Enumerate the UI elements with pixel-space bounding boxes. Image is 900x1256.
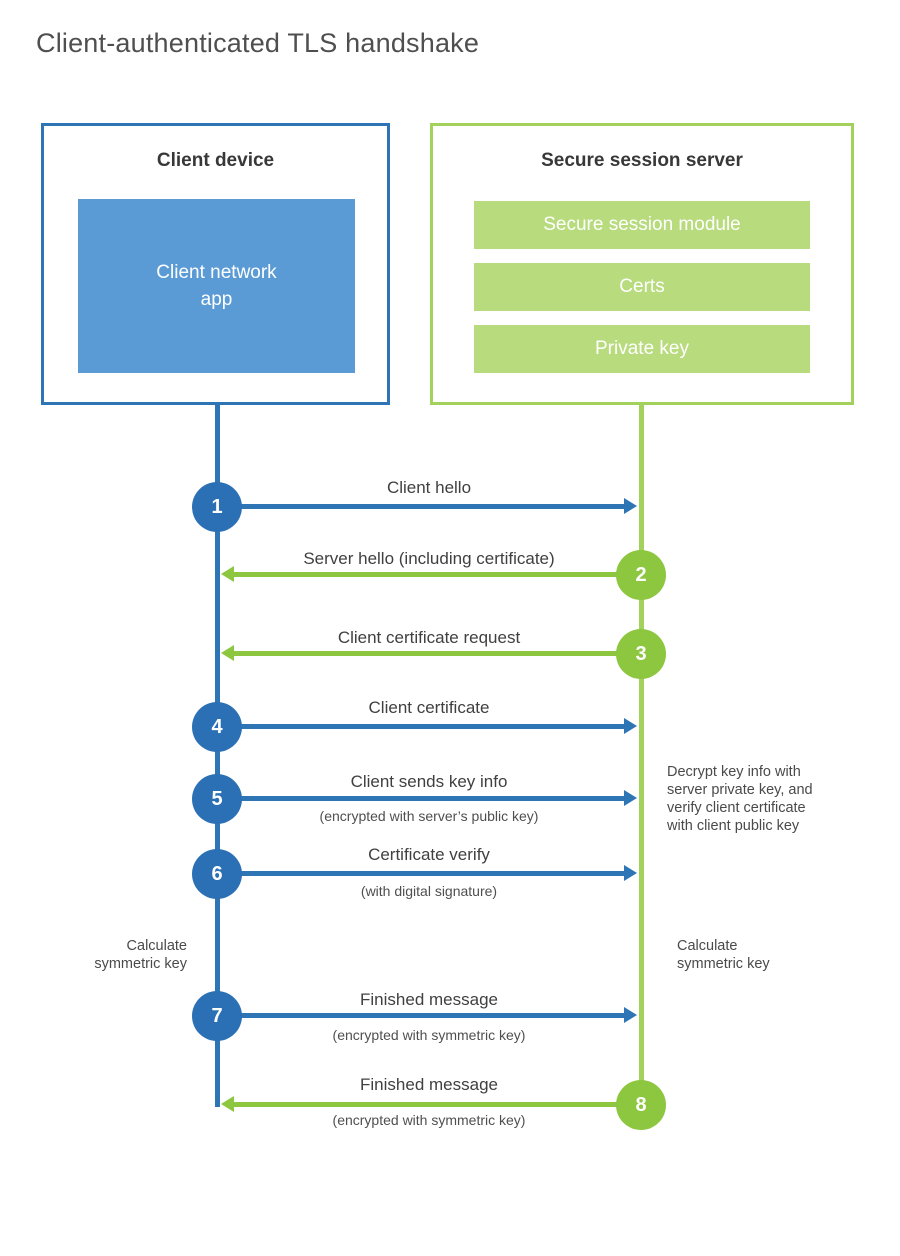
step-5-label: Client sends key info bbox=[350, 772, 508, 791]
server-module-certs: Certs bbox=[474, 263, 810, 311]
secure-session-server-title: Secure session server bbox=[541, 150, 743, 171]
step-7-label: Finished message bbox=[360, 990, 498, 1009]
client-device-title: Client device bbox=[156, 150, 275, 171]
step-4-badge: 4 bbox=[192, 702, 242, 752]
server-module-secure-session: Secure session module bbox=[474, 201, 810, 249]
step-5-arrow-right bbox=[217, 790, 637, 806]
step-5-sublabel: (encrypted with server’s public key) bbox=[319, 808, 539, 824]
step-7-badge: 7 bbox=[192, 991, 242, 1041]
step-4-label: Client certificate bbox=[368, 698, 490, 717]
step-7-sublabel: (encrypted with symmetric key) bbox=[332, 1027, 526, 1043]
step-8-label: Finished message bbox=[360, 1075, 498, 1094]
step-5-badge: 5 bbox=[192, 774, 242, 824]
page-title: Client-authenticated TLS handshake bbox=[36, 28, 480, 58]
step-2-arrow-left bbox=[221, 566, 641, 582]
step-7-arrow-right bbox=[217, 1007, 637, 1023]
client-device-box: Client device Client network app bbox=[41, 123, 390, 405]
step-8-sublabel: (encrypted with symmetric key) bbox=[332, 1112, 526, 1128]
step-6-sublabel: (with digital signature) bbox=[360, 883, 498, 899]
decrypt-key-note: Decrypt key info with server private key… bbox=[667, 764, 813, 834]
calculate-symmetric-key-note-client: Calculate symmetric key bbox=[94, 938, 187, 972]
client-network-app-box: Client network app bbox=[78, 199, 355, 373]
step-3-label: Client certificate request bbox=[337, 628, 521, 647]
step-3-badge: 3 bbox=[616, 629, 666, 679]
step-3-arrow-left bbox=[221, 645, 641, 661]
step-6-badge: 6 bbox=[192, 849, 242, 899]
server-lifeline bbox=[639, 405, 644, 1107]
step-8-arrow-left bbox=[221, 1096, 641, 1112]
step-8-badge: 8 bbox=[616, 1080, 666, 1130]
step-2-label: Server hello (including certificate) bbox=[303, 549, 555, 568]
step-1-badge: 1 bbox=[192, 482, 242, 532]
secure-session-server-box: Secure session server Secure session mod… bbox=[430, 123, 854, 405]
step-1-label: Client hello bbox=[386, 478, 472, 497]
step-1-arrow-right bbox=[217, 498, 637, 514]
step-4-arrow-right bbox=[217, 718, 637, 734]
step-6-arrow-right bbox=[217, 865, 637, 881]
step-6-label: Certificate verify bbox=[368, 845, 490, 864]
client-lifeline bbox=[215, 405, 220, 1107]
server-module-private-key: Private key bbox=[474, 325, 810, 373]
step-2-badge: 2 bbox=[616, 550, 666, 600]
calculate-symmetric-key-note-server: Calculate symmetric key bbox=[677, 938, 770, 972]
